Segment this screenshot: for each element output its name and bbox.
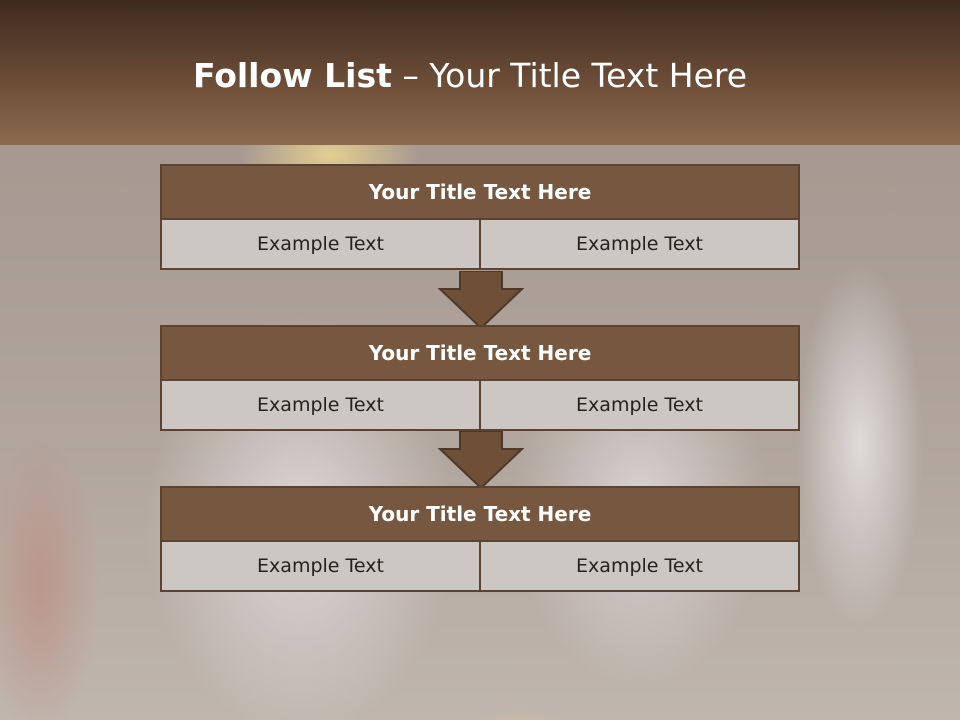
slide-title-rest: – Your Title Text Here xyxy=(391,56,748,95)
block-row: Example Text Example Text xyxy=(160,220,800,270)
list-block-2: Your Title Text Here Example Text Exampl… xyxy=(160,325,800,431)
title-banner xyxy=(0,0,960,145)
down-arrow-icon xyxy=(438,431,524,489)
block-row: Example Text Example Text xyxy=(160,381,800,431)
block-cell-left: Example Text xyxy=(160,381,481,431)
block-cell-right: Example Text xyxy=(481,542,800,592)
list-block-3: Your Title Text Here Example Text Exampl… xyxy=(160,486,800,592)
list-block-1: Your Title Text Here Example Text Exampl… xyxy=(160,164,800,270)
slide-title-bold: Follow List xyxy=(192,56,392,95)
block-title: Your Title Text Here xyxy=(160,325,800,381)
block-cell-right: Example Text xyxy=(481,381,800,431)
block-row: Example Text Example Text xyxy=(160,542,800,592)
block-cell-right: Example Text xyxy=(481,220,800,270)
slide-title: Follow List – Your Title Text Here xyxy=(0,54,940,98)
block-cell-left: Example Text xyxy=(160,220,481,270)
block-title: Your Title Text Here xyxy=(160,486,800,542)
block-title: Your Title Text Here xyxy=(160,164,800,220)
block-cell-left: Example Text xyxy=(160,542,481,592)
down-arrow-icon xyxy=(438,271,524,329)
